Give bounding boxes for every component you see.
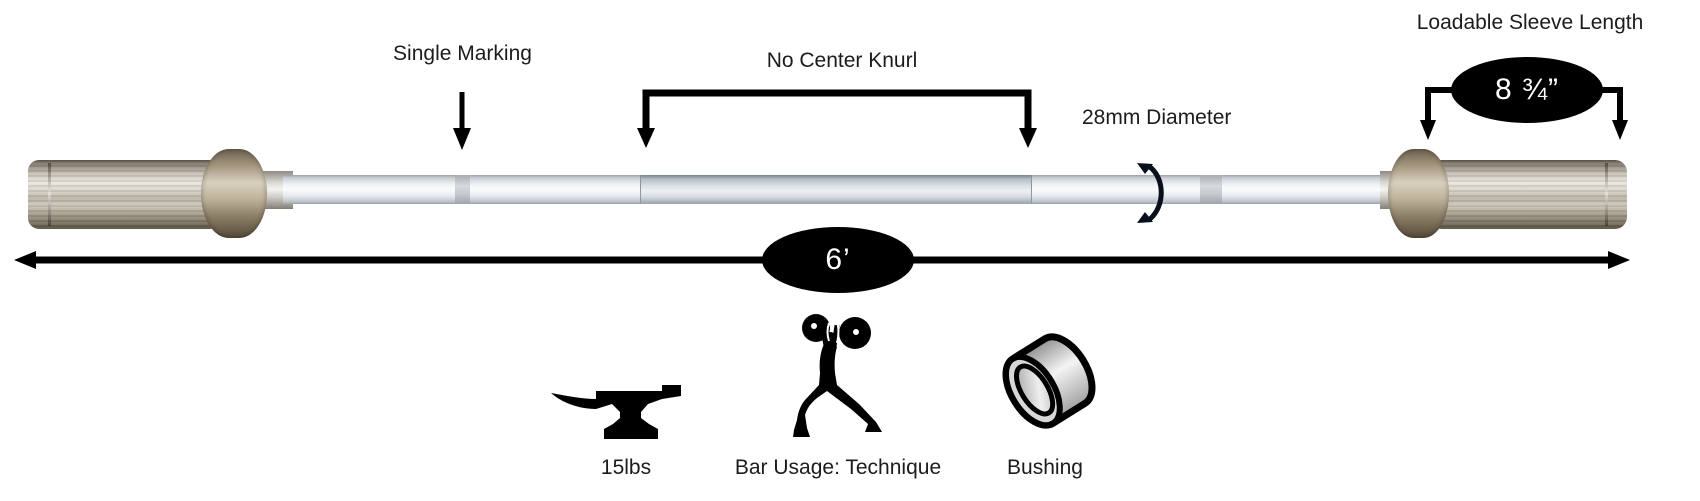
left-collar xyxy=(201,149,267,238)
feature-item-usage xyxy=(793,303,888,448)
weight-label: 15lbs xyxy=(600,456,652,479)
left-marking-band xyxy=(455,175,470,204)
diameter-curved-arrow-icon xyxy=(1137,163,1164,223)
single-marking-arrow-icon xyxy=(453,92,471,150)
diameter-label: 28mm Diameter xyxy=(1082,106,1232,129)
weightlifter-icon xyxy=(793,314,882,437)
sleeve-length-callout: 8 ¾” xyxy=(1451,57,1603,123)
anvil-icon xyxy=(551,385,681,439)
single-marking-label: Single Marking xyxy=(393,42,532,65)
no-center-knurl-label: No Center Knurl xyxy=(766,49,918,72)
no-center-knurl-bracket-icon xyxy=(637,89,1037,148)
center-no-knurl-section xyxy=(640,175,1032,204)
bar-usage-label: Bar Usage: Technique xyxy=(734,456,942,479)
bar-length-callout: 6’ xyxy=(762,227,914,293)
left-sleeve xyxy=(28,160,214,229)
feature-item-weight xyxy=(548,383,683,446)
sleeve-length-value: 8 ¾” xyxy=(1494,73,1560,106)
right-marking-band xyxy=(1200,175,1222,204)
bar-length-value: 6’ xyxy=(825,243,851,276)
left-sleeve-cap-seam xyxy=(48,163,51,226)
right-sleeve xyxy=(1437,160,1627,229)
bushing-label: Bushing xyxy=(1007,456,1083,479)
right-sleeve-cap-seam xyxy=(1605,163,1608,226)
bushing-icon xyxy=(1002,333,1096,429)
loadable-sleeve-length-label: Loadable Sleeve Length xyxy=(1416,11,1644,34)
right-collar xyxy=(1388,149,1449,238)
feature-item-bushing xyxy=(990,320,1108,445)
